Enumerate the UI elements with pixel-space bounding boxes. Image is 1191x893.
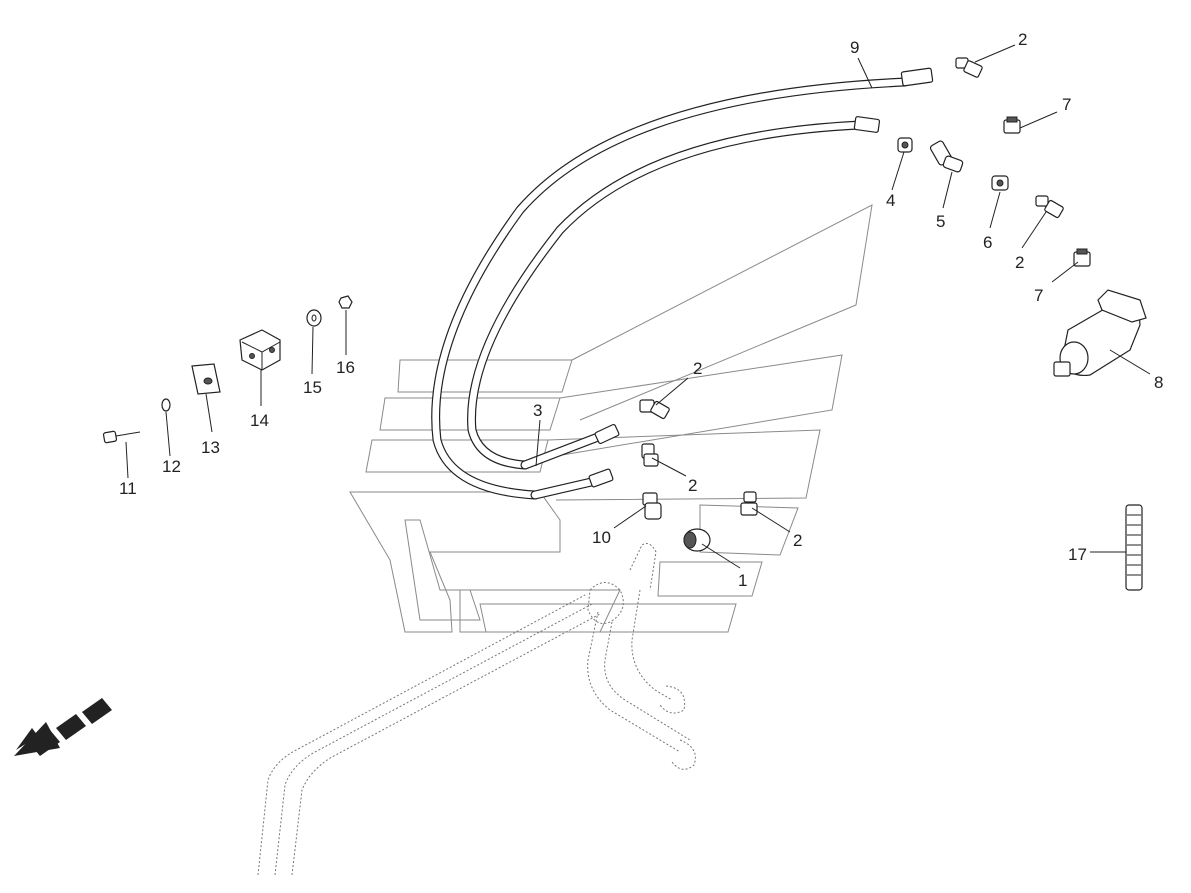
callout-10: 10 [592,528,611,547]
callout-13: 13 [201,438,220,457]
part-12-washer [161,398,171,412]
part-14-block [239,329,281,371]
callout-1: 1 [738,571,747,590]
ghost-pipes [257,543,696,876]
callout-3: 3 [533,401,542,420]
callout-labels: 9 2 7 4 5 6 2 7 8 2 3 2 2 10 1 17 11 12 … [119,30,1163,590]
callout-7: 7 [1034,286,1043,305]
callout-15: 15 [303,378,322,397]
callout-12: 12 [162,457,181,476]
hose-3 [467,116,881,470]
callout-16: 16 [336,358,355,377]
part-2-elbow-low [641,443,659,467]
part-5-banjo [929,140,964,173]
callout-2: 2 [793,531,802,550]
callout-5: 5 [936,212,945,231]
part-10-fitting [642,492,662,520]
callout-7: 7 [1062,95,1071,114]
part-2-elbow-right [1035,195,1064,219]
part-1-coupling [683,528,711,552]
callout-14: 14 [250,411,269,430]
part-13-plate [191,363,221,395]
callout-2: 2 [1018,30,1027,49]
callout-2: 2 [1015,253,1024,272]
part-7-fitting-top [1003,116,1021,134]
callout-4: 4 [886,191,895,210]
part-4-fitting [897,137,913,153]
part-11-bolt [102,430,141,444]
part-17-sleeve [1125,504,1143,591]
part-8-motor [1053,289,1147,377]
callout-11: 11 [119,479,137,498]
callout-8: 8 [1154,373,1163,392]
part-15-washer [306,309,322,327]
callout-2: 2 [693,359,702,378]
callout-2: 2 [688,476,697,495]
background-panels [349,204,873,633]
callout-9: 9 [850,38,859,57]
leader-lines [125,44,1151,569]
callout-6: 6 [983,233,992,252]
part-2-elbow-bottom [740,491,758,516]
part-6-fitting [991,175,1009,191]
part-16-nut [338,295,353,309]
callout-17: 17 [1068,545,1087,564]
part-2-elbow-top [955,57,983,78]
part-2-elbow-mid [639,399,670,420]
hose-9 [431,67,934,500]
dashed-arrow-icon [14,698,112,756]
